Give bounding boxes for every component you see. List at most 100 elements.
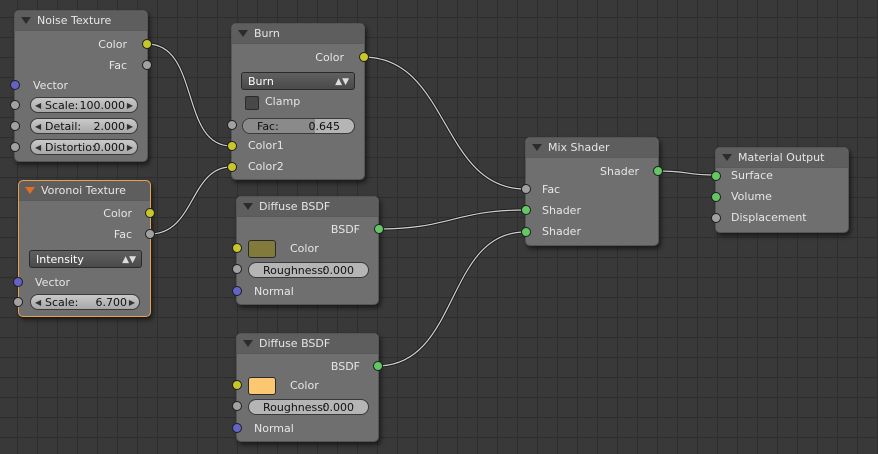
diffuse1-normal-input-socket[interactable] bbox=[232, 286, 242, 296]
link-mix-to-output-surface[interactable] bbox=[656, 169, 716, 177]
collapse-triangle-icon[interactable] bbox=[238, 30, 248, 37]
input-vector-label: Vector bbox=[35, 276, 71, 289]
output-displacement-input-socket[interactable] bbox=[711, 213, 721, 223]
node-title: Material Output bbox=[738, 151, 825, 164]
noise-detail-input-socket[interactable] bbox=[10, 121, 20, 131]
collapse-triangle-icon[interactable] bbox=[243, 340, 253, 347]
node-noise-texture[interactable]: Noise Texture Color Fac Vector ◀Scale:10… bbox=[14, 10, 148, 162]
noise-vector-input-socket[interactable] bbox=[10, 80, 20, 90]
output-color-label: Color bbox=[103, 207, 132, 220]
link-noise-color-to-burn-color1[interactable] bbox=[146, 42, 232, 148]
node-header[interactable]: Diffuse BSDF bbox=[237, 197, 378, 217]
voronoi-color-output-socket[interactable] bbox=[145, 208, 155, 218]
noise-color-output-socket[interactable] bbox=[142, 39, 152, 49]
output-bsdf-label: BSDF bbox=[330, 223, 360, 236]
noise-scale-input-socket[interactable] bbox=[10, 100, 20, 110]
node-title: Noise Texture bbox=[37, 14, 112, 27]
detail-field[interactable]: ◀Detail:2.000▶ bbox=[30, 118, 138, 134]
input-color1-label: Color1 bbox=[248, 139, 284, 152]
normal-label: Normal bbox=[254, 422, 294, 435]
mix-shader-output-socket[interactable] bbox=[653, 166, 663, 176]
coloring-dropdown[interactable]: Intensity▲▼ bbox=[29, 250, 142, 268]
link-diffuse2-to-mix-shader2[interactable] bbox=[376, 230, 526, 368]
decrement-arrow-icon[interactable]: ◀ bbox=[35, 101, 42, 110]
node-title: Burn bbox=[254, 27, 280, 40]
node-header[interactable]: Diffuse BSDF bbox=[237, 334, 378, 354]
noise-fac-output-socket[interactable] bbox=[142, 60, 152, 70]
updown-chevron-icon: ▲▼ bbox=[122, 255, 136, 265]
fac-slider[interactable]: Fac:0.645 bbox=[242, 118, 355, 134]
output-surface-input-socket[interactable] bbox=[711, 171, 721, 181]
input-color2-label: Color2 bbox=[248, 160, 284, 173]
node-title: Mix Shader bbox=[548, 141, 610, 154]
input-vector-label: Vector bbox=[33, 79, 69, 92]
node-header[interactable]: Voronoi Texture bbox=[19, 181, 150, 201]
voronoi-fac-output-socket[interactable] bbox=[145, 229, 155, 239]
collapse-triangle-icon[interactable] bbox=[722, 154, 732, 161]
diffuse1-roughness-input-socket[interactable] bbox=[232, 264, 242, 274]
collapse-triangle-icon[interactable] bbox=[21, 17, 31, 24]
distortion-field[interactable]: ◀Distortio:0.000▶ bbox=[30, 139, 138, 155]
increment-arrow-icon[interactable]: ▶ bbox=[128, 298, 135, 307]
node-title: Voronoi Texture bbox=[41, 184, 126, 197]
input-volume-label: Volume bbox=[731, 190, 772, 203]
color-swatch[interactable] bbox=[248, 240, 276, 258]
output-bsdf-label: BSDF bbox=[330, 360, 360, 373]
diffuse2-color-input-socket[interactable] bbox=[232, 380, 242, 390]
diffuse2-bsdf-output-socket[interactable] bbox=[373, 361, 383, 371]
node-mix-shader[interactable]: Mix Shader Shader Fac Shader Shader bbox=[525, 137, 659, 246]
mix-shader1-input-socket[interactable] bbox=[521, 205, 531, 215]
decrement-arrow-icon[interactable]: ◀ bbox=[35, 298, 42, 307]
node-header[interactable]: Noise Texture bbox=[15, 11, 147, 31]
input-shader1-label: Shader bbox=[542, 204, 581, 217]
noise-distortion-input-socket[interactable] bbox=[10, 142, 20, 152]
output-shader-label: Shader bbox=[600, 165, 639, 178]
diffuse1-color-input-socket[interactable] bbox=[232, 243, 242, 253]
output-fac-label: Fac bbox=[108, 59, 127, 72]
node-burn[interactable]: Burn Color Burn▲▼ Clamp Fac:0.645 Color1… bbox=[231, 23, 365, 180]
blend-type-dropdown[interactable]: Burn▲▼ bbox=[241, 72, 355, 90]
node-header[interactable]: Material Output bbox=[716, 148, 848, 168]
color-swatch[interactable] bbox=[248, 377, 276, 395]
node-header[interactable]: Burn bbox=[232, 24, 364, 44]
input-surface-label: Surface bbox=[731, 169, 773, 182]
burn-color1-input-socket[interactable] bbox=[227, 141, 237, 151]
link-burn-color-to-mix-fac[interactable] bbox=[362, 55, 526, 191]
output-color-label: Color bbox=[98, 38, 127, 51]
mix-shader2-input-socket[interactable] bbox=[521, 227, 531, 237]
burn-color2-input-socket[interactable] bbox=[227, 162, 237, 172]
node-voronoi-texture[interactable]: Voronoi Texture Color Fac Intensity▲▼ Ve… bbox=[18, 180, 151, 317]
burn-fac-input-socket[interactable] bbox=[227, 120, 237, 130]
increment-arrow-icon[interactable]: ▶ bbox=[126, 101, 133, 110]
link-diffuse1-to-mix-shader1[interactable] bbox=[377, 208, 526, 231]
node-diffuse-bsdf-2[interactable]: Diffuse BSDF BSDF Color Roughness:0.000 … bbox=[236, 333, 379, 442]
color-label: Color bbox=[290, 379, 319, 392]
node-diffuse-bsdf-1[interactable]: Diffuse BSDF BSDF Color Roughness:0.000 … bbox=[236, 196, 379, 305]
roughness-slider[interactable]: Roughness:0.000 bbox=[248, 399, 369, 415]
node-material-output[interactable]: Material Output Surface Volume Displacem… bbox=[715, 147, 849, 233]
output-volume-input-socket[interactable] bbox=[711, 192, 721, 202]
increment-arrow-icon[interactable]: ▶ bbox=[126, 143, 133, 152]
scale-field[interactable]: ◀Scale:100.000▶ bbox=[30, 97, 138, 113]
roughness-slider[interactable]: Roughness:0.000 bbox=[248, 262, 369, 278]
decrement-arrow-icon[interactable]: ◀ bbox=[35, 122, 42, 131]
link-voronoi-fac-to-burn-color2[interactable] bbox=[149, 165, 232, 236]
input-displacement-label: Displacement bbox=[731, 211, 807, 224]
clamp-checkbox[interactable] bbox=[245, 96, 259, 110]
node-header[interactable]: Mix Shader bbox=[526, 138, 658, 158]
voronoi-scale-input-socket[interactable] bbox=[13, 297, 23, 307]
collapse-triangle-icon[interactable] bbox=[243, 203, 253, 210]
voronoi-vector-input-socket[interactable] bbox=[13, 277, 23, 287]
burn-color-output-socket[interactable] bbox=[359, 52, 369, 62]
collapse-triangle-icon[interactable] bbox=[532, 144, 542, 151]
collapse-triangle-icon[interactable] bbox=[25, 187, 35, 194]
scale-field[interactable]: ◀Scale:6.700▶ bbox=[30, 294, 140, 310]
normal-label: Normal bbox=[254, 285, 294, 298]
decrement-arrow-icon[interactable]: ◀ bbox=[35, 143, 42, 152]
diffuse2-roughness-input-socket[interactable] bbox=[232, 401, 242, 411]
diffuse2-normal-input-socket[interactable] bbox=[232, 423, 242, 433]
mix-fac-input-socket[interactable] bbox=[521, 184, 531, 194]
increment-arrow-icon[interactable]: ▶ bbox=[126, 122, 133, 131]
input-fac-label: Fac bbox=[542, 183, 561, 196]
diffuse1-bsdf-output-socket[interactable] bbox=[374, 224, 384, 234]
